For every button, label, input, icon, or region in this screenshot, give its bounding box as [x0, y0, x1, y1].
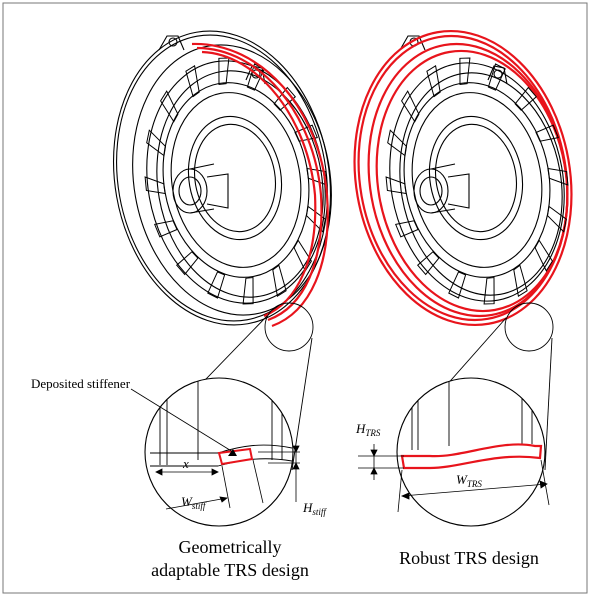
stator-vane: [385, 176, 407, 195]
stator-vane: [146, 129, 167, 157]
stator-vane: [207, 271, 226, 299]
stator-vane: [483, 276, 495, 305]
x-label: x: [182, 456, 189, 471]
stiffener-leader-line: [130, 388, 234, 453]
h-stiff-dimension: [258, 445, 300, 502]
figure-frame: [2, 2, 588, 594]
right-casing: [353, 29, 573, 327]
robust-trs-profile: [400, 443, 543, 470]
right-trs-highlight: [353, 29, 573, 327]
stator-vane: [294, 124, 318, 142]
stator-vane: [487, 63, 506, 91]
left-inner-ring: [132, 44, 332, 316]
w-stiff-dimension: [165, 459, 264, 510]
deposited-stiffener-mark: [217, 447, 254, 466]
right-callout-tangent-2: [544, 337, 553, 471]
stator-vane: [534, 239, 553, 272]
stator-vane: [535, 124, 559, 142]
stator-vane: [272, 264, 287, 298]
right-detail-view: [358, 377, 550, 527]
right-hub-mid: [428, 115, 524, 241]
stator-vane: [448, 271, 467, 299]
right-callout-small-circle: [504, 302, 554, 352]
caption-left-line1: Geometrically: [179, 537, 282, 557]
h-trs-label: HTRS: [355, 421, 381, 438]
stiffener-arrowhead: [228, 449, 237, 456]
w-trs-dimension: [397, 459, 550, 513]
left-trs-highlight: [191, 42, 329, 328]
h-trs-dimension: [358, 444, 404, 480]
deposited-stiffener-label: Deposited stiffener: [31, 376, 131, 391]
stator-vane: [160, 90, 179, 123]
stator-vane: [154, 220, 178, 238]
left-detail-view: [130, 377, 300, 527]
stator-vane: [546, 205, 567, 233]
stator-vane: [185, 64, 200, 98]
left-mount-lug-right: [245, 65, 266, 85]
w-trs-label: WTRS: [456, 472, 482, 489]
h-stiff-label: Hstiff: [302, 500, 327, 517]
left-callout-small-circle: [264, 302, 314, 352]
left-mount-lug-top: [158, 35, 185, 51]
stator-vane: [387, 129, 408, 157]
left-hub-mid: [187, 115, 283, 241]
stator-vane: [513, 264, 528, 298]
w-stiff-label: Wstiff: [181, 494, 207, 511]
stator-vane: [175, 251, 199, 276]
stator-vane: [144, 176, 166, 195]
left-casing: [112, 30, 332, 328]
stator-vane: [416, 251, 440, 276]
stator-vane: [547, 167, 569, 186]
stator-vane: [426, 64, 441, 98]
stator-vane: [305, 205, 326, 233]
caption-left-line2: adaptable TRS design: [151, 560, 309, 580]
left-shaft-bore: [172, 168, 208, 214]
stator-vane: [514, 86, 538, 111]
stator-vane: [242, 276, 254, 305]
stator-vane: [459, 57, 471, 86]
x-dimension: [155, 468, 219, 476]
stator-vane: [395, 220, 419, 238]
caption-right: Robust TRS design: [399, 548, 539, 568]
right-shaft-bore: [413, 168, 449, 214]
stator-vane: [401, 90, 420, 123]
right-stator-vanes: [385, 57, 569, 305]
